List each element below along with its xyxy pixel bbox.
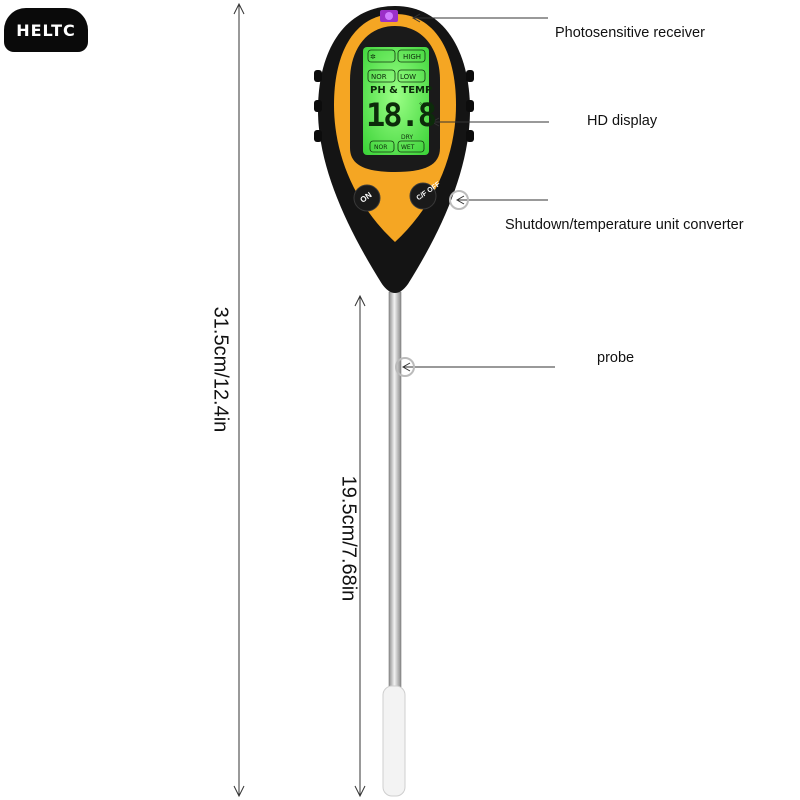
off-button[interactable] [409, 182, 437, 210]
label-photosensitive-receiver: Photosensitive receiver [555, 25, 705, 41]
lcd-digits: 18.8 [366, 96, 437, 134]
lcd-low-indicator: LOW [400, 73, 417, 81]
probe-length-dimension-line [354, 294, 366, 798]
callout-line-hd-display [430, 117, 549, 127]
label-hd-display: HD display [587, 113, 658, 129]
probe-rod [382, 291, 406, 797]
callout-line-photosensitive [411, 13, 548, 23]
label-probe: probe [597, 350, 635, 366]
total-length-dimension-line [233, 2, 245, 798]
lcd-dry-indicator: DRY [401, 134, 414, 141]
photosensitive-receiver-icon [380, 10, 398, 22]
brand-logo: HELTC [4, 8, 88, 52]
lcd-light-indicator: ✲ [370, 53, 376, 61]
callout-line-probe [395, 357, 555, 377]
callout-line-shutdown [449, 190, 548, 210]
total-length-label: 31.5cm/12.4in [209, 306, 232, 433]
lcd-high-indicator: HIGH [403, 53, 422, 61]
lcd-mode-label: PH & TEMP [370, 85, 433, 96]
lcd-wet-indicator: WET [401, 144, 415, 151]
lcd-nor-indicator-top: NOR [371, 73, 387, 81]
brand-name: HELTC [16, 21, 76, 40]
lcd-nor-indicator-bottom: NOR [374, 144, 388, 151]
label-shutdown-converter: Shutdown/temperature unit converter [505, 217, 744, 233]
lcd-temperature-unit: °C°F [419, 102, 433, 109]
lcd-screen [363, 47, 429, 155]
probe-length-label: 19.5cm/7.68in [337, 475, 360, 602]
on-button[interactable] [353, 184, 381, 212]
